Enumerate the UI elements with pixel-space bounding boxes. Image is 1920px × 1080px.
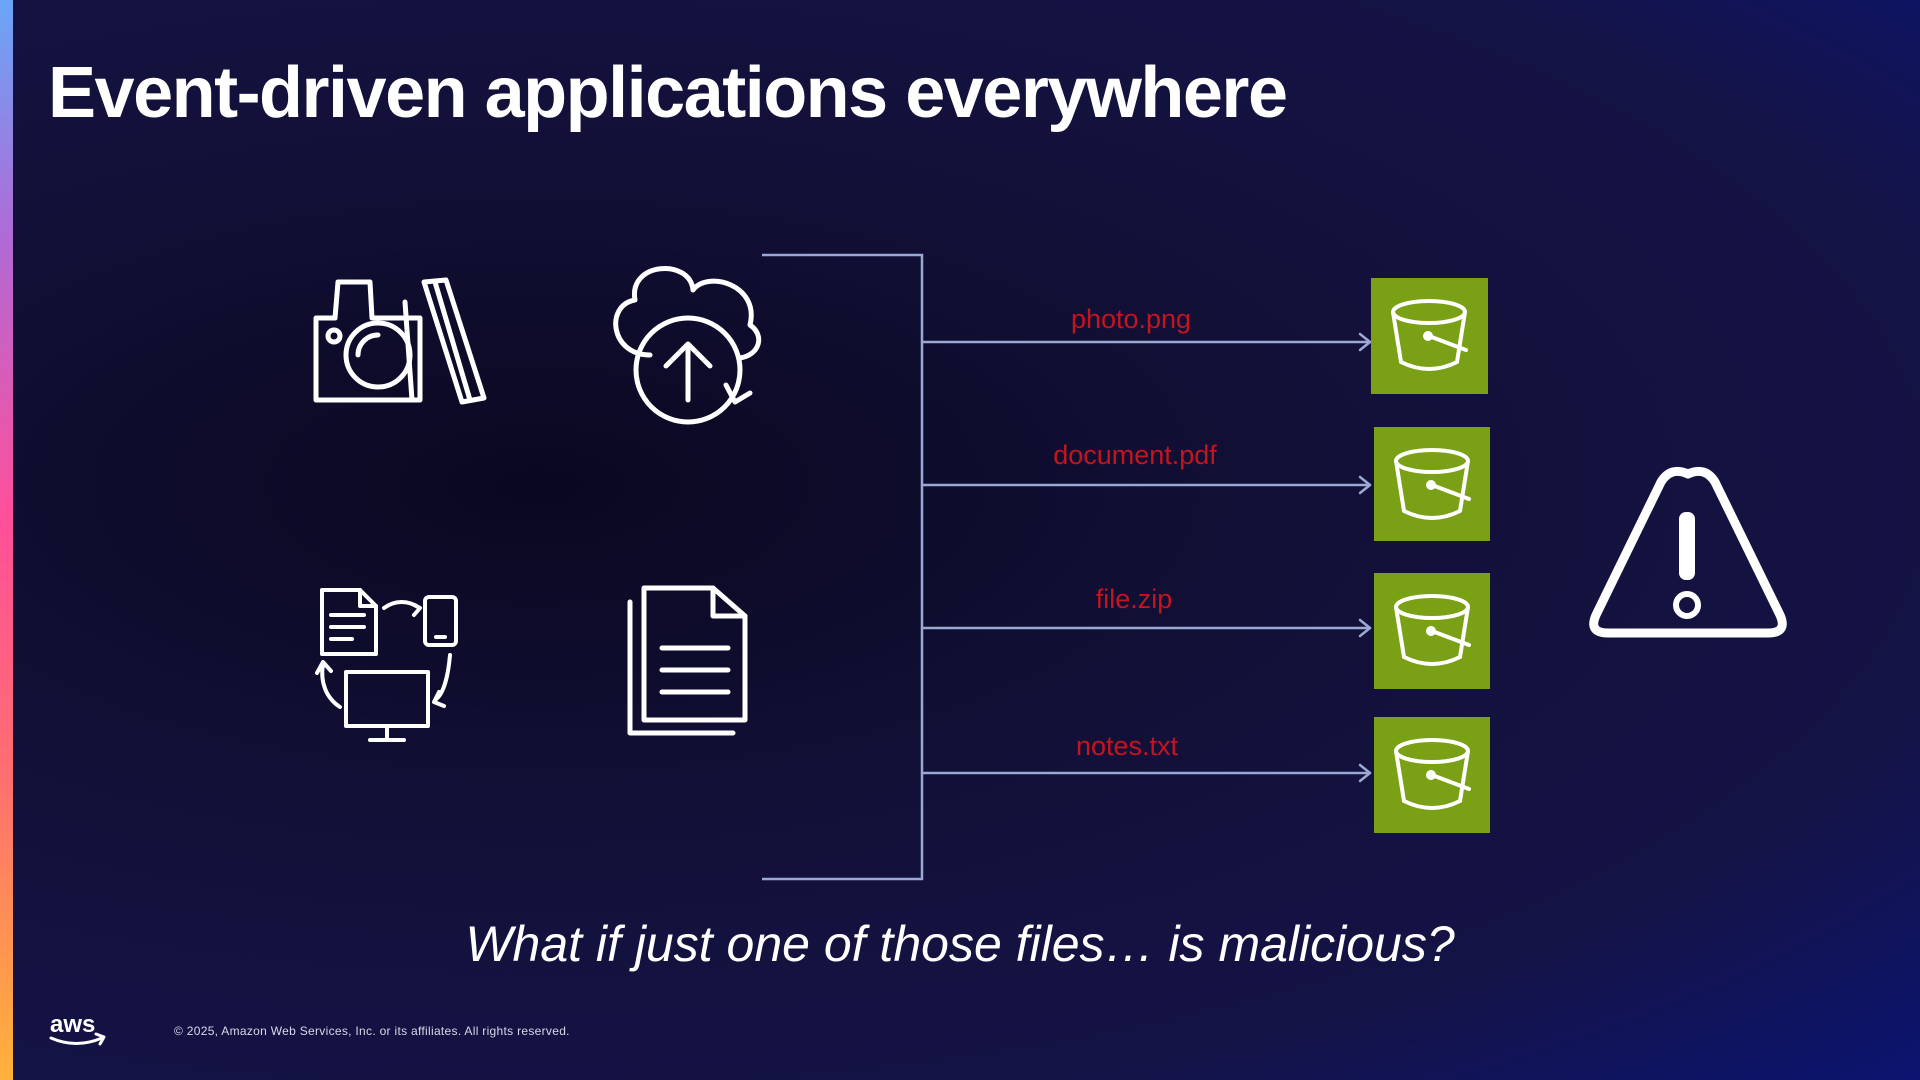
- svg-text:aws: aws: [50, 1011, 95, 1038]
- connector-bracket: [762, 253, 924, 881]
- s3-bucket-icon: [1371, 278, 1488, 394]
- accent-gradient-bar: [0, 0, 13, 1080]
- s3-bucket-icon: [1374, 573, 1490, 689]
- slide-title: Event-driven applications everywhere: [48, 53, 1288, 133]
- copyright-notice: © 2025, Amazon Web Services, Inc. or its…: [174, 1024, 570, 1038]
- arrow-document-pdf: [920, 475, 1372, 495]
- file-label-document: document.pdf: [1053, 440, 1217, 470]
- documents-icon: [627, 585, 748, 736]
- arrow-file-zip: [920, 618, 1372, 638]
- file-label-notes: notes.txt: [1076, 731, 1179, 761]
- cloud-upload-icon: [613, 266, 762, 425]
- device-sync-icon: [315, 588, 458, 742]
- s3-bucket-icon: [1374, 717, 1490, 833]
- camera-photos-icon: [313, 277, 487, 405]
- arrow-notes-txt: [920, 763, 1372, 783]
- file-label-photo: photo.png: [1071, 304, 1191, 334]
- question-text: What if just one of those files… is mali…: [465, 916, 1455, 972]
- warning-triangle-icon: [1589, 466, 1787, 638]
- s3-bucket-icon: [1374, 427, 1490, 541]
- file-label-zip: file.zip: [1096, 584, 1173, 614]
- file-flow-arrows: [920, 332, 1372, 783]
- arrow-photo-png: [920, 332, 1372, 352]
- aws-logo: aws: [49, 1011, 106, 1046]
